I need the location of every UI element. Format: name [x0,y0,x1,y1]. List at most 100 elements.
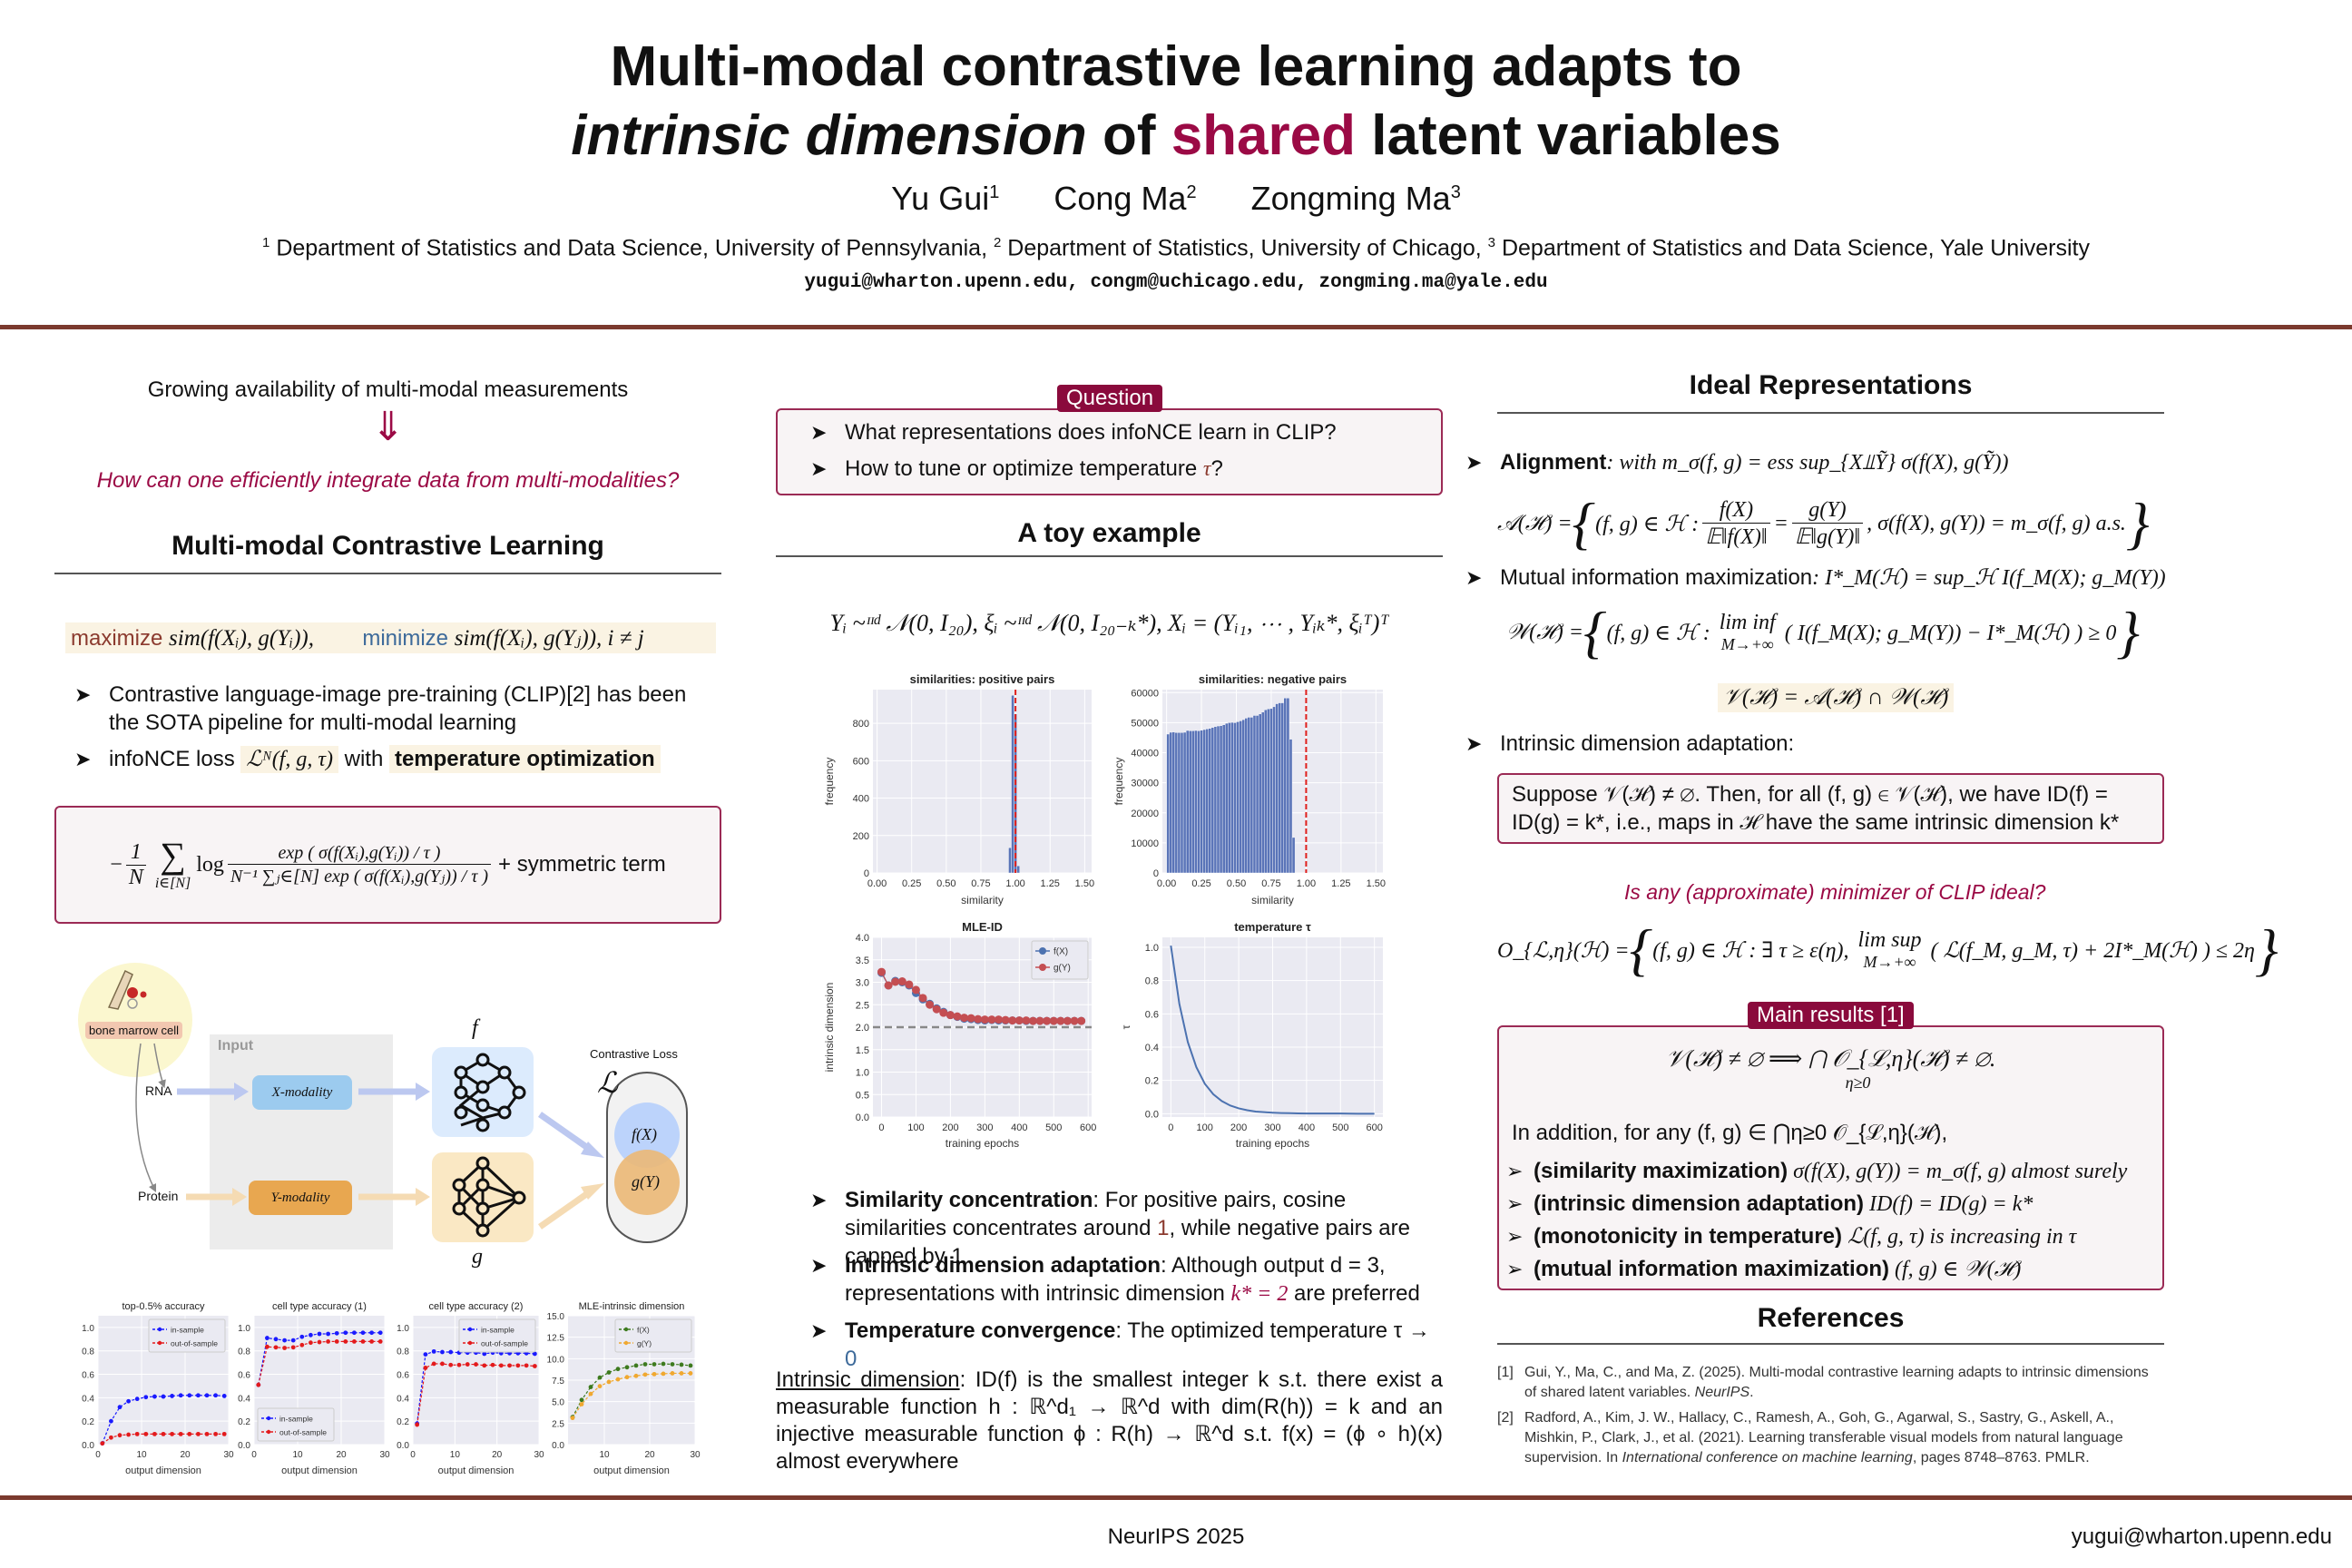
x-tick-label: 30 [690,1450,701,1460]
y-tick-label: 200 [853,831,869,842]
data-point [187,1431,192,1436]
y-tick-label: 15.0 [547,1312,565,1322]
main-formula-sub: η≥0 [1845,1073,1871,1092]
y-tick-label: 0.2 [82,1417,94,1427]
legend-box [148,1318,226,1353]
y-tick-label: 0.4 [397,1394,409,1404]
y-tick-label: 1.0 [1145,943,1159,954]
affil-sup: 2 [993,235,1002,250]
x-tick-label: 1.25 [1331,878,1350,889]
set-condition: (f, g) ∈ ℋ : ∃ τ ≥ ε(η), [1652,938,1849,963]
y-tick-label: 1.0 [238,1324,250,1334]
data-point [465,1362,470,1367]
finding-accent: 0 [845,1347,858,1371]
affiliations: 1 Department of Statistics and Data Scie… [0,235,2352,261]
histogram-bar [1280,702,1285,874]
data-point [1063,1016,1072,1025]
x-axis-label: output dimension [281,1465,358,1476]
y-tick-label: 1.5 [856,1045,869,1056]
data-point [456,1362,462,1367]
y-tick-label: 0.0 [1145,1109,1159,1120]
x-tick-label: 0.50 [936,878,956,889]
x-tick-label: 0 [410,1450,416,1460]
data-point [524,1363,529,1368]
x-tick-label: 0 [95,1450,101,1460]
legend-marker [623,1327,629,1332]
data-point [256,1382,261,1387]
y-tick-label: 30000 [1131,779,1159,789]
histogram-bar [1202,729,1206,874]
histogram-bar [1210,727,1215,874]
question-mark: ? [1210,456,1223,481]
data-point [953,1012,962,1021]
y-tick-label: 7.5 [552,1377,564,1387]
y-tick-label: 1.0 [856,1068,869,1079]
histogram-bar [1194,730,1198,874]
data-point [334,1339,339,1344]
data-point [170,1394,174,1398]
section-title-toy: A toy example [1017,518,1201,548]
data-point [926,1000,935,1009]
footer-divider [0,1495,2352,1500]
x-axis-label: training epochs [946,1137,1019,1150]
lim-label: lim inf [1719,611,1776,634]
arrowhead-icon: ➤ [810,457,828,480]
equals: = [1773,511,1788,535]
data-point [360,1330,366,1336]
data-point [1070,1016,1079,1025]
x-tick-label: 200 [942,1122,958,1133]
data-point [213,1393,219,1398]
y-tick-label: 0.2 [238,1417,250,1427]
x-tick-label: 20 [644,1450,655,1460]
y-modality-box: Y-modality [249,1181,352,1215]
histogram-bar [1228,722,1231,874]
x-tick-label: 0.25 [902,878,921,889]
author-sup: 3 [1450,182,1461,202]
data-point [326,1339,330,1344]
x-tick-label: 20 [336,1450,347,1460]
y-tick-label: 50000 [1131,718,1159,729]
data-point [679,1371,684,1376]
maximize-label: maximize [71,626,163,651]
finding-title: Intrinsic dimension adaptation [845,1253,1161,1278]
chart-title: MLE-ID [962,920,1003,934]
data-point [423,1366,428,1370]
data-point [369,1330,374,1336]
alignment-label: Alignment [1500,450,1607,475]
result-item: ➢(similarity maximization) σ(f(X), g(Y))… [1506,1157,2160,1186]
data-point [1056,1016,1065,1025]
data-point [987,1015,996,1024]
legend-box [257,1407,335,1442]
loss-symbol: ℒ [597,1066,619,1099]
data-point [126,1398,131,1404]
x-tick-label: 1.00 [1005,878,1024,889]
brace-close: } [2116,600,2140,664]
data-point [143,1395,149,1400]
data-point [377,1330,383,1336]
x-tick-label: 1.00 [1297,878,1316,889]
histogram-bar [1233,722,1237,874]
data-point [633,1373,639,1378]
finding-title: Temperature convergence [845,1318,1116,1343]
y-tick-label: 0.8 [1145,976,1159,987]
set-condition: ( ℒ(f_M, g_M, τ) + 2I*_M(ℋ) ) ≤ 2η [1930,938,2255,963]
author-sup: 2 [1186,182,1197,202]
y-tick-label: 40000 [1131,749,1159,760]
gY-circle [614,1150,680,1215]
data-point [905,980,914,989]
y-tick-label: 10000 [1131,838,1159,849]
affil-sup: 3 [1487,235,1496,250]
ref-text: Gui, Y., Ma, C., and Ma, Z. (2025). Mult… [1524,1365,2149,1400]
data-point [309,1340,313,1346]
protein-label: Protein [138,1189,179,1203]
arrowhead-icon: ➤ [810,1254,828,1277]
data-point [606,1370,612,1375]
data-point [221,1431,227,1436]
denominator: N [128,865,143,889]
set-condition: (f, g) ∈ ℋ : [1595,512,1700,536]
question-2: ➤How to tune or optimize temperature τ? [810,455,1427,484]
